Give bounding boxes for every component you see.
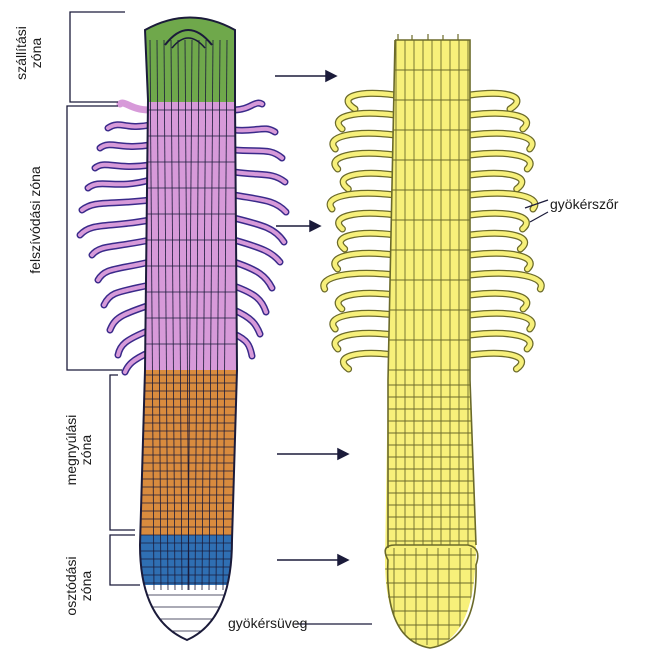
zone-label-szallitasi-line1: szállítási bbox=[14, 8, 29, 98]
callout-line-root-hair-2 bbox=[530, 212, 548, 222]
bracket-szallitasi bbox=[70, 12, 125, 102]
zone-label-felszivodasi-line1: felszívódási zóna bbox=[28, 100, 43, 340]
zone-label-szallitasi-line2: zóna bbox=[29, 8, 44, 98]
zone-label-megnyulasi-line1: megnyúlási bbox=[64, 380, 79, 520]
zone-label-felszivodasi: felszívódási zóna bbox=[28, 100, 43, 340]
zone-label-osztodasi-line1: osztódási bbox=[64, 536, 79, 636]
zone-label-megnyulasi-line2: zóna bbox=[79, 380, 94, 520]
zone-label-megnyulasi: megnyúlási zóna bbox=[64, 380, 94, 520]
zone-label-osztodasi-line2: zóna bbox=[79, 536, 94, 636]
root-hairs-right bbox=[234, 103, 286, 356]
callout-root-hair: gyökérszőr bbox=[550, 196, 618, 212]
bracket-megnyulasi bbox=[110, 375, 135, 530]
zone-label-szallitasi: szállítási zóna bbox=[14, 8, 44, 98]
colored-root bbox=[80, 0, 286, 655]
callout-root-cap: gyökérsüveg bbox=[228, 615, 307, 631]
yellow-root bbox=[324, 30, 542, 660]
bracket-osztodasi bbox=[110, 535, 140, 585]
zone-label-osztodasi: osztódási zóna bbox=[64, 536, 94, 636]
